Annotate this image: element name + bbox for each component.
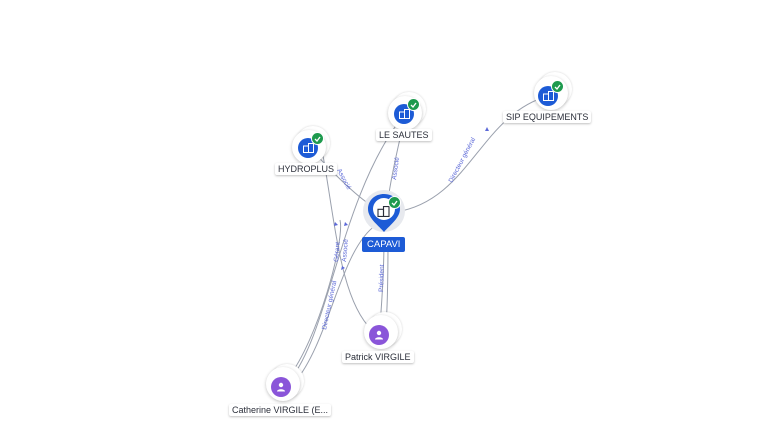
edge-label-patrick-capavi: Président [378,264,386,292]
node-label-sip-equipements: SIP EQUIPEMENTS [503,111,592,123]
node-sip-equipements[interactable] [532,72,576,116]
node-catherine-virgile[interactable] [262,364,308,404]
edge-arrow [344,222,348,226]
node-label-capavi: CAPAVI [362,237,406,252]
node-le-sautes[interactable] [386,92,430,136]
node-label-le-sautes: LE SAUTES [376,129,432,141]
edge-catherine-le-sautes [289,119,401,381]
person-icon [369,325,389,345]
node-label-hydroplus: HYDROPLUS [275,163,338,175]
node-label-patrick-virgile: Patrick VIRGILE [342,351,414,363]
node-label-catherine-virgile: Catherine VIRGILE (E... [229,404,332,416]
node-hydroplus[interactable] [290,126,334,170]
verified-check-icon [407,98,420,111]
verified-check-icon [311,132,324,145]
verified-check-icon [388,196,401,209]
edge-catherine-hydroplus [287,219,342,379]
building-icon [377,204,391,217]
edge-label-capavi-sip: Directeur général [448,136,478,184]
edge-catherine-capavi [294,224,377,383]
edge-label-associe-vertical: Associé [341,239,350,263]
edge-label-capavi-le-sautes: Associé [391,156,401,180]
edge-label-gerant: Gérant [333,242,342,263]
node-capavi[interactable] [360,188,410,240]
verified-check-icon [551,80,564,93]
edge-arrow [341,266,345,270]
edge-label-capavi-hydroplus: Associé [335,168,352,192]
edge-arrow [334,222,338,226]
edge-capavi-sip [395,95,549,213]
person-icon [271,377,291,397]
edge-arrow [485,127,489,131]
node-patrick-virgile[interactable] [360,312,406,352]
